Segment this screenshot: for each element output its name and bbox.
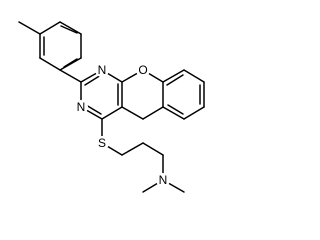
pyran-ring-bond [121, 106, 144, 120]
benzo-ring-double-bond [167, 104, 184, 115]
side-chain [101, 118, 185, 193]
propyl-bond [142, 142, 164, 156]
pyrimidine-ring-bond [101, 106, 123, 120]
methyl-bond [18, 21, 41, 35]
benzo-ring-bond [183, 106, 205, 120]
atom-mask [136, 63, 150, 77]
thioether-sulfur-label: S [98, 136, 106, 150]
molecule-structure-diagram: N N O S N [18, 21, 205, 193]
ring-nitrogen-bottom-label: N [77, 100, 86, 114]
tolyl-ring-bond [39, 57, 61, 71]
atom-labels: N N O S N [74, 63, 170, 187]
tolyl-ring-bond [59, 57, 82, 71]
pyrimidine-ring-double-bond [85, 104, 102, 115]
benzo-ring [162, 69, 205, 120]
benzo-ring-bond [162, 106, 185, 120]
ring-nitrogen-top-label: N [98, 63, 107, 77]
propyl-bond [121, 142, 144, 156]
amine-nitrogen-label: N [159, 173, 168, 187]
pyrimidine-ring-double-bond [84, 74, 102, 86]
pyran-ring-bond [142, 106, 164, 120]
tolyl-ring-double-bond [63, 58, 78, 68]
tolyl-ring-bond [59, 21, 82, 35]
pyran-ring [121, 69, 164, 120]
benzo-ring-double-bond [166, 74, 184, 86]
atom-mask [156, 173, 170, 187]
ring-oxygen-label: O [138, 63, 147, 77]
benzo-ring-bond [162, 69, 185, 83]
benzo-ring-bond [183, 69, 205, 83]
atom-mask [95, 63, 109, 77]
tolyl-ring-double-bond [60, 25, 78, 34]
tolyl-ring-bond [39, 21, 61, 35]
atom-mask [95, 136, 109, 150]
aryl-pyrimidine-bond [59, 69, 82, 83]
tolyl-ring [39, 21, 82, 71]
pyrimidine-ring [80, 69, 123, 120]
atom-mask [74, 100, 88, 114]
